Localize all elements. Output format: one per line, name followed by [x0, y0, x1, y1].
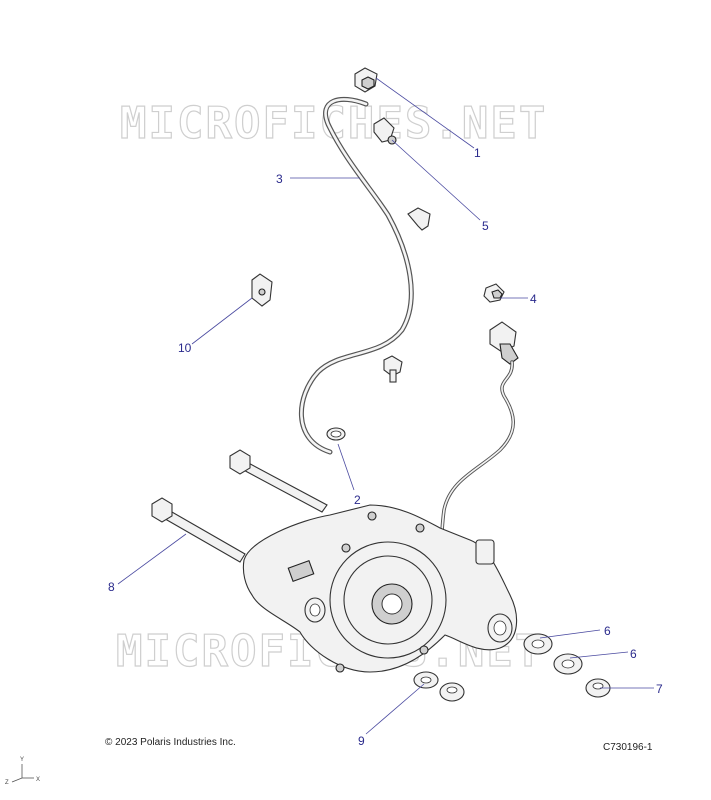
bracket-part-10: [251, 273, 273, 307]
callout-6a: 6: [604, 624, 611, 638]
front-gearcase-housing: [242, 504, 518, 673]
leader-lines: [117, 77, 654, 735]
callout-labels: 1 2 3 4 5 6 6 7 8 9 10: [108, 146, 663, 748]
washer-part-6b: [553, 653, 583, 675]
callout-9: 9: [358, 734, 365, 748]
mounting-bolt-upper: [229, 449, 328, 513]
axis-x-label: X: [36, 777, 40, 783]
fitting-part-1: [354, 67, 378, 93]
callout-5: 5: [482, 219, 489, 233]
hose-clamp-part-2: [326, 427, 346, 441]
clip-part-4: [483, 283, 505, 303]
mounting-bolt-part-8: [151, 497, 246, 563]
copyright-text: © 2023 Polaris Industries Inc.: [105, 737, 236, 748]
callout-6b: 6: [630, 647, 637, 661]
callout-8: 8: [108, 580, 115, 594]
callout-1: 1: [474, 146, 481, 160]
washer-part-9: [413, 671, 439, 689]
callout-10: 10: [178, 341, 192, 355]
callout-7: 7: [656, 682, 663, 696]
vent-valve-part-5: [373, 117, 397, 145]
watermark-top: MICROFICHES.NET: [120, 98, 547, 149]
figure-id: C730196-1: [603, 742, 653, 753]
axis-y-label: Y: [20, 757, 24, 763]
small-clip: [383, 355, 403, 383]
callout-2: 2: [354, 493, 361, 507]
bushing-part-7: [585, 678, 611, 698]
bushing-part-9: [439, 682, 465, 702]
callout-3: 3: [276, 172, 283, 186]
callout-4: 4: [530, 292, 537, 306]
axis-triad: Y X Z: [5, 757, 40, 786]
axis-z-label: Z: [5, 780, 9, 786]
washer-part-6a: [523, 633, 553, 655]
breather-hose: [298, 96, 414, 455]
hose-fitting: [407, 207, 431, 231]
